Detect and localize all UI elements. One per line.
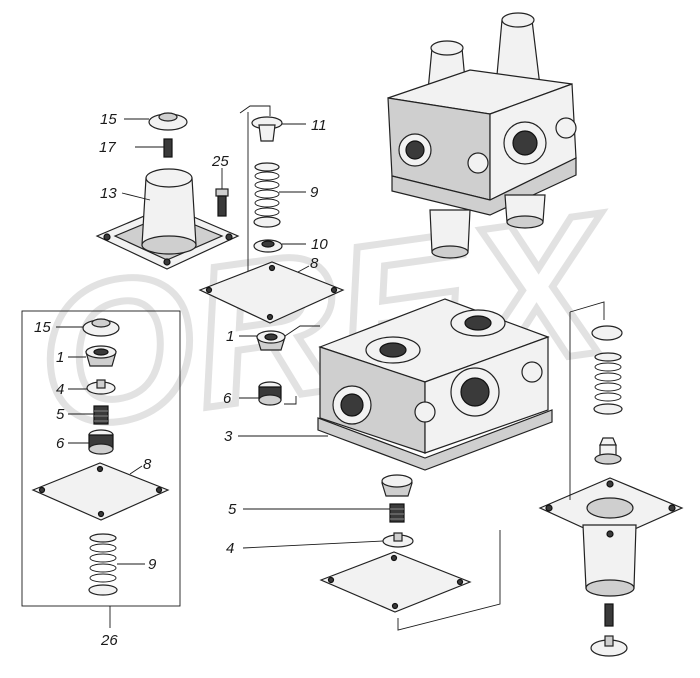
cap-15-top <box>148 112 188 131</box>
callout-11: 11 <box>311 117 327 134</box>
callout-8-box: 8 <box>143 456 152 473</box>
box-spring-9 <box>88 533 118 596</box>
spring-right <box>593 352 623 415</box>
callout-8-top: 8 <box>310 255 319 272</box>
callout-5-mid: 5 <box>228 501 237 518</box>
screw-17 <box>163 138 173 158</box>
seal-right <box>591 325 623 341</box>
callout-9-top: 9 <box>310 184 319 201</box>
box-gasket-8 <box>31 462 170 521</box>
callout-6-mid: 6 <box>223 390 232 407</box>
valve-11 <box>251 116 283 142</box>
bolt-25 <box>215 188 229 217</box>
callout-17: 17 <box>99 139 116 156</box>
assembled-valve <box>387 12 577 259</box>
callout-4-mid: 4 <box>226 540 234 557</box>
valve-6-mid <box>258 381 282 406</box>
callout-26: 26 <box>100 632 118 649</box>
cover-right <box>538 477 684 597</box>
bottom-cover-plate <box>319 551 472 613</box>
callout-10: 10 <box>311 236 328 253</box>
washer-4-mid <box>382 532 414 548</box>
callout-3: 3 <box>224 428 233 445</box>
cover-13 <box>95 168 240 270</box>
callout-25: 25 <box>211 153 229 170</box>
valve-body-3 <box>317 298 553 471</box>
callout-15-top: 15 <box>100 111 117 128</box>
spring-9-top <box>253 162 281 228</box>
box-valve-6 <box>88 429 114 455</box>
callout-1-mid: 1 <box>226 328 234 345</box>
callout-6-box: 6 <box>56 435 65 452</box>
repair-kit-frame <box>21 310 181 607</box>
gasket-8-top <box>198 261 345 324</box>
box-washer-4 <box>86 379 116 395</box>
callout-5-box: 5 <box>56 406 65 423</box>
callout-4-box: 4 <box>56 381 64 398</box>
box-cap-15 <box>82 318 120 337</box>
button-right <box>590 635 628 657</box>
callout-9-box: 9 <box>148 556 157 573</box>
box-seat-1 <box>85 345 117 367</box>
plunger-right <box>594 437 622 465</box>
box-spring-5 <box>93 405 109 425</box>
screw-right <box>604 603 614 627</box>
spring-5-mid <box>389 503 405 523</box>
callout-13: 13 <box>100 185 117 202</box>
seat-1-mid <box>256 330 286 351</box>
callout-15-box: 15 <box>34 319 51 336</box>
washer-10 <box>253 239 283 253</box>
seat-below <box>381 474 413 497</box>
callout-1-box: 1 <box>56 349 64 366</box>
